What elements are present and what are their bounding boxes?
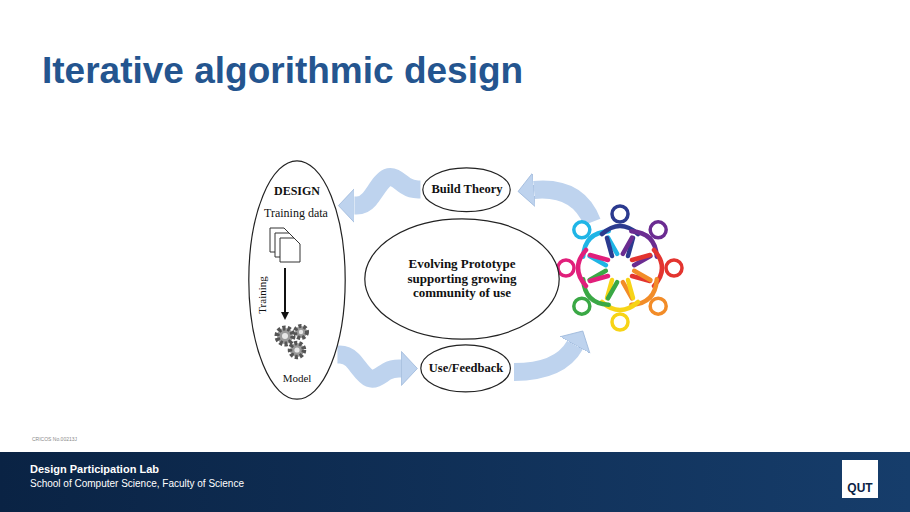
feedback-arrow bbox=[514, 345, 575, 372]
person-figure bbox=[558, 250, 608, 286]
footer-subheading: School of Computer Science, Faculty of S… bbox=[30, 478, 244, 489]
ellipse-border bbox=[365, 219, 559, 339]
theory-arrow bbox=[534, 190, 592, 222]
footer-band bbox=[0, 452, 910, 512]
item-label: Model bbox=[248, 372, 346, 384]
footer-heading: Design Participation Lab bbox=[30, 463, 159, 475]
flow-arrow bbox=[354, 177, 420, 206]
node-label: Evolving Prototype supporting growing co… bbox=[392, 257, 532, 302]
training-arrow bbox=[284, 268, 286, 316]
ellipse-border bbox=[423, 168, 510, 212]
section-heading: DESIGN bbox=[248, 184, 346, 199]
prototype-ellipse: Evolving Prototype supporting growing co… bbox=[364, 218, 560, 340]
community-icon bbox=[558, 206, 682, 330]
design-ellipse: DESIGN Training dataTrainingModel bbox=[248, 160, 346, 400]
theory-ellipse: Build Theory bbox=[422, 167, 511, 213]
gears-icon bbox=[277, 326, 307, 357]
logo-box bbox=[842, 460, 878, 498]
arrow-label: Training bbox=[256, 276, 268, 314]
slide-title: Iterative algorithmic design bbox=[42, 50, 523, 92]
logo-text: QUT bbox=[842, 482, 878, 495]
node-label: Build Theory bbox=[432, 182, 503, 197]
node-label: Use/Feedback bbox=[429, 361, 503, 376]
cricos-note: CRICOS No.00213J bbox=[32, 437, 77, 443]
ellipse-border bbox=[421, 345, 511, 392]
document-stack-icon bbox=[270, 228, 300, 262]
item-label: Training data bbox=[264, 206, 328, 221]
feedback-ellipse: Use/Feedback bbox=[420, 344, 511, 393]
ellipse-border bbox=[249, 161, 345, 399]
flow-arrow bbox=[337, 354, 401, 378]
